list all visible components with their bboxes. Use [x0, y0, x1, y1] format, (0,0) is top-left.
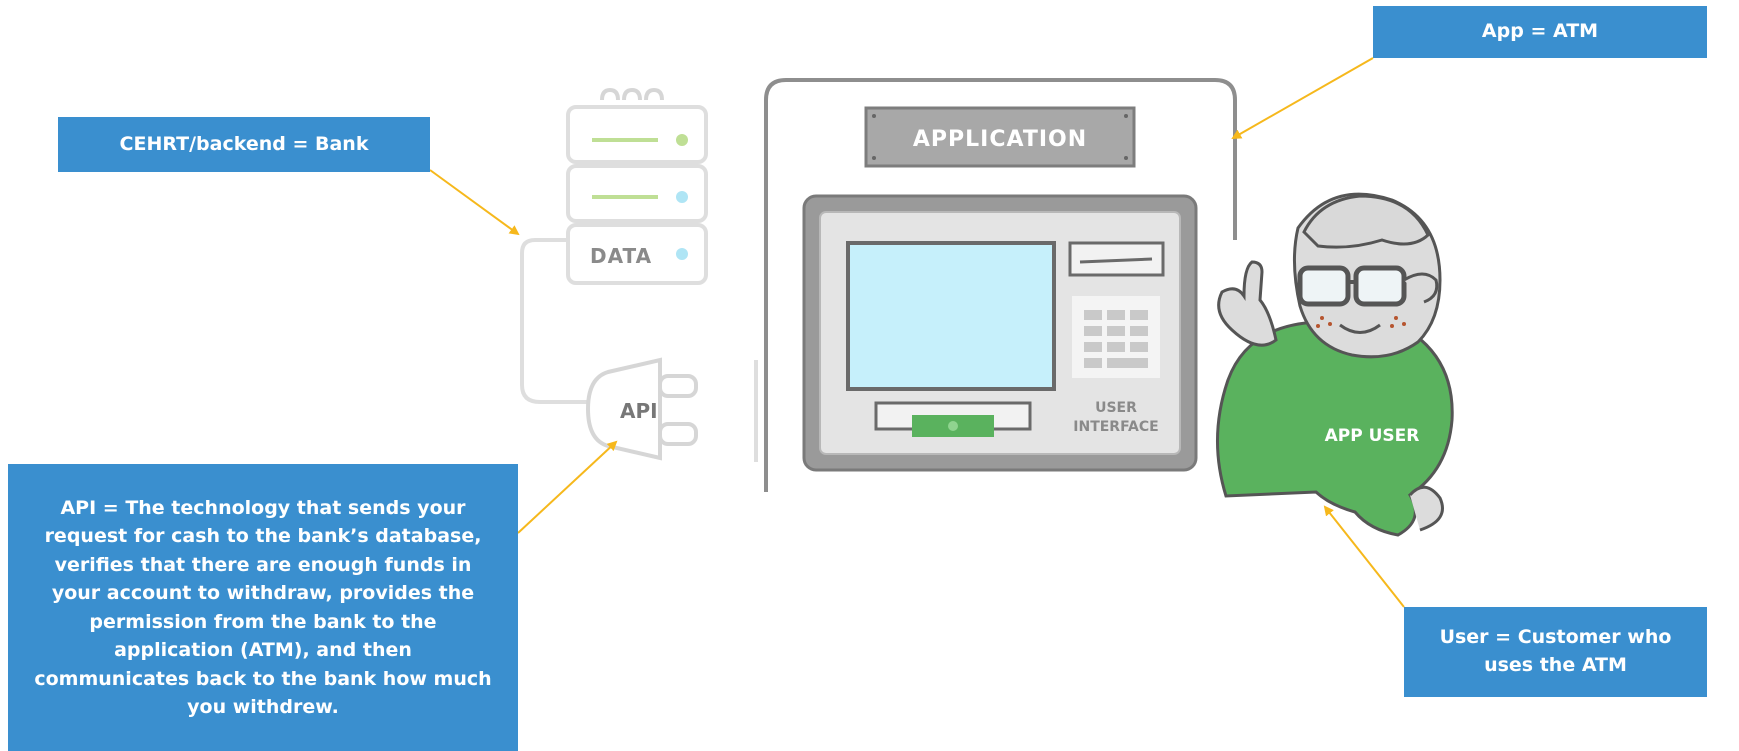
user-callout: User = Customer who uses the ATM	[1404, 607, 1707, 697]
app-user-illustration	[1215, 192, 1454, 537]
api-plug-label: API	[620, 399, 658, 423]
user-arrow	[1323, 505, 1405, 608]
app-callout: App = ATM	[1373, 6, 1707, 58]
bank-arrow	[429, 169, 520, 236]
ui-label-line1: USER	[1095, 400, 1137, 416]
api-arrow	[517, 440, 618, 534]
api-callout: API = The technology that sends your req…	[8, 464, 518, 751]
data-label: DATA	[590, 244, 652, 268]
application-sign-text: APPLICATION	[913, 127, 1087, 152]
ui-label-line2: INTERFACE	[1073, 419, 1158, 435]
atm-illustration	[764, 78, 1237, 492]
bank-callout: CEHRT/backend = Bank	[58, 117, 430, 172]
app-user-label: APP USER	[1325, 426, 1420, 446]
data-server-illustration	[520, 87, 758, 462]
callout-arrows	[429, 57, 1405, 608]
app-arrow	[1231, 57, 1374, 139]
